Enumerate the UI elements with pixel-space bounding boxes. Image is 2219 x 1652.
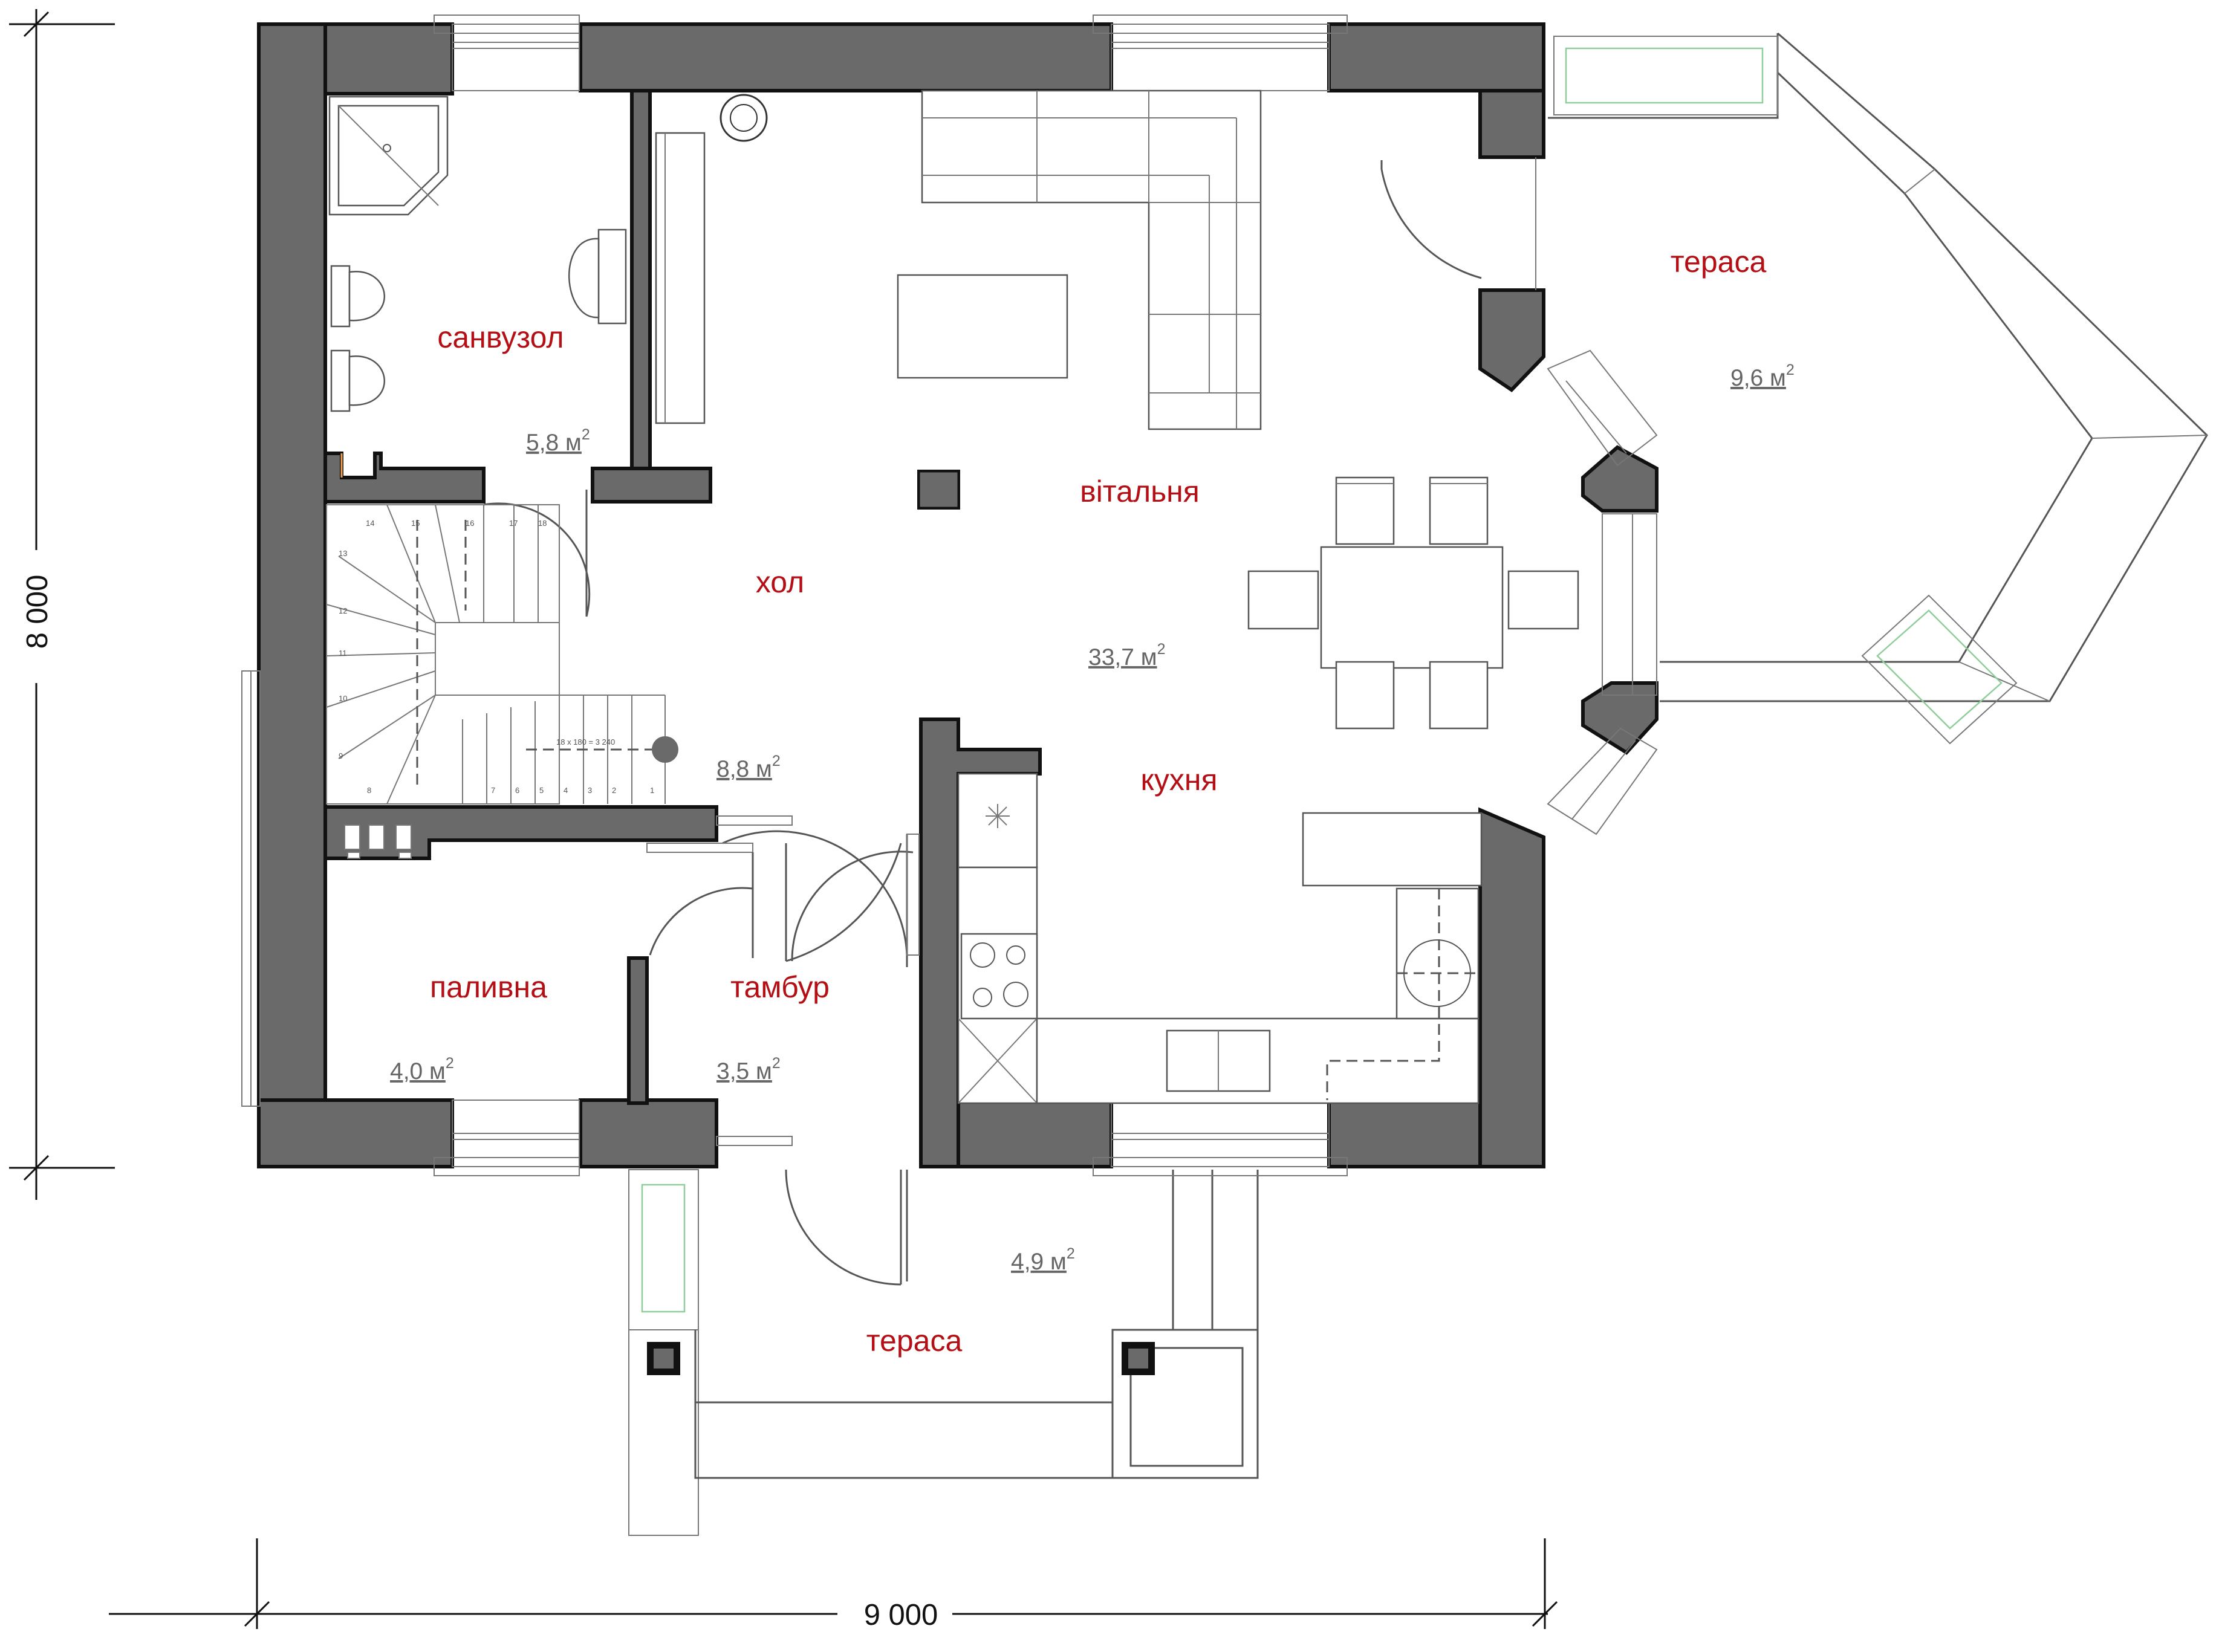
south-terrace-area-value: 4,9 м: [1011, 1249, 1067, 1275]
east-terrace-area-sup: 2: [1786, 361, 1795, 378]
stair-step-number: 9: [339, 751, 343, 760]
boiler-name: паливна: [430, 970, 547, 1004]
doors: [483, 157, 1536, 1286]
staircase: [326, 504, 678, 805]
stair-step-number: 4: [564, 786, 568, 795]
south-terrace-outline: [628, 1169, 1259, 1536]
stair-step-number: 16: [466, 519, 474, 528]
living-furniture: [720, 89, 1579, 730]
bathroom-area-value: 5,8 м: [526, 430, 582, 456]
living-area-value: 33,7 м: [1088, 644, 1157, 670]
boiler-area: 4,0 м2: [390, 1055, 454, 1084]
dimension-lines: [9, 9, 1558, 1632]
bathroom-name: санвузол: [437, 320, 564, 354]
stair-step-number: 1: [650, 786, 654, 795]
south-terrace-name: тераса: [866, 1324, 963, 1358]
vestibule-name: тамбур: [730, 970, 830, 1004]
vestibule-area-sup: 2: [772, 1055, 781, 1072]
bathroom-area-sup: 2: [582, 426, 590, 443]
vestibule-area-value: 3,5 м: [716, 1058, 772, 1084]
stair-step-number: 11: [339, 649, 347, 658]
stair-step-number: 13: [339, 549, 347, 558]
stair-step-number: 17: [509, 519, 518, 528]
kitchen-name: кухня: [1140, 763, 1217, 797]
stair-step-number: 15: [411, 519, 420, 528]
east-terrace-name: тераса: [1671, 245, 1767, 279]
boiler-area-value: 4,0 м: [390, 1058, 446, 1084]
hall-area-value: 8,8 м: [716, 756, 772, 782]
stair-note: 18 х 180 = 3 240: [556, 737, 615, 747]
stair-step-number: 8: [367, 786, 371, 795]
stair-step-number: 10: [339, 694, 347, 703]
hall-area: 8,8 м2: [716, 753, 781, 782]
stair-step-number: 2: [612, 786, 616, 795]
vestibule-area: 3,5 м2: [716, 1055, 781, 1084]
stair-step-number: 5: [539, 786, 544, 795]
east-terrace-area: 9,6 м2: [1730, 361, 1795, 391]
living-name: вітальня: [1080, 475, 1200, 508]
boiler-area-sup: 2: [446, 1055, 454, 1072]
height-dimension: 8 000: [21, 575, 54, 649]
stair-step-number: 18: [538, 519, 547, 528]
stair-step-number: 12: [339, 606, 347, 615]
kitchen-furniture: [957, 773, 1483, 1104]
living-area-sup: 2: [1157, 641, 1166, 658]
bathroom-fixtures: [328, 96, 706, 424]
bathroom-area: 5,8 м2: [526, 426, 590, 456]
stair-step-number: 6: [515, 786, 519, 795]
east-terrace-outline: [1548, 32, 2208, 745]
width-dimension: 9 000: [864, 1599, 938, 1631]
south-terrace-area-sup: 2: [1067, 1245, 1075, 1262]
windows: [241, 15, 1658, 1176]
east-terrace-area-value: 9,6 м: [1730, 365, 1786, 391]
stair-step-number: 3: [588, 786, 592, 795]
living-area: 33,7 м2: [1088, 641, 1165, 670]
stair-step-number: 7: [491, 786, 495, 795]
stair-step-number: 14: [366, 519, 374, 528]
south-terrace-area: 4,9 м2: [1011, 1245, 1075, 1275]
hall-area-sup: 2: [772, 753, 781, 769]
hall-name: хол: [756, 565, 804, 599]
